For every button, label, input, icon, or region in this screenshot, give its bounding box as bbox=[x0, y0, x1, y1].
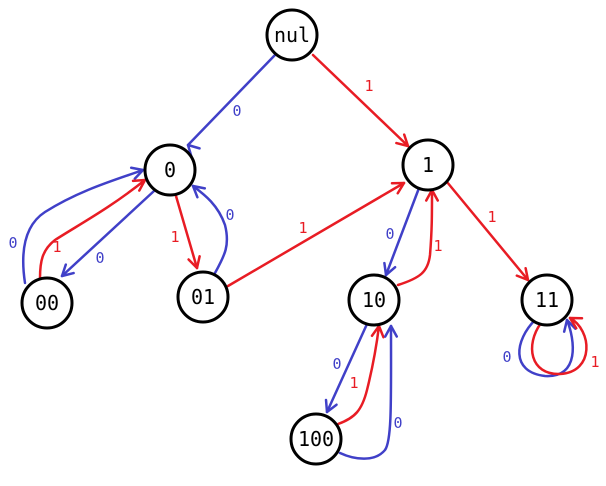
edge-label: 1 bbox=[170, 228, 179, 246]
node-0: 0 bbox=[143, 143, 197, 197]
edge-100-to-10-on-0 bbox=[338, 324, 399, 460]
edge-1-to-10-on-0 bbox=[383, 186, 421, 277]
arrowhead-icon bbox=[383, 324, 399, 338]
node-circle bbox=[265, 8, 319, 62]
arrowhead-icon bbox=[383, 261, 397, 277]
arrowhead-icon bbox=[131, 178, 147, 192]
arrowhead-icon bbox=[562, 318, 577, 333]
arrowhead-icon bbox=[129, 166, 145, 180]
edge-line bbox=[396, 188, 434, 287]
edge-10-to-1-on-1 bbox=[396, 188, 440, 287]
node-00: 00 bbox=[20, 276, 74, 330]
edge-line bbox=[384, 186, 421, 277]
edge-line bbox=[38, 178, 147, 280]
edge-00-to-0-on-0 bbox=[21, 166, 145, 285]
node-circle bbox=[520, 273, 574, 327]
edge-label: 1 bbox=[364, 77, 373, 95]
arrowhead-icon bbox=[390, 181, 406, 195]
edge-label: 0 bbox=[502, 348, 511, 366]
edge-line bbox=[325, 322, 369, 414]
edge-nul-to-1-on-1 bbox=[311, 53, 410, 148]
arrowhead-icon bbox=[324, 398, 338, 414]
node-circle bbox=[347, 273, 401, 327]
edge-line bbox=[336, 324, 381, 426]
node-label: 100 bbox=[298, 427, 334, 451]
arrowhead-icon bbox=[395, 133, 410, 148]
edge-label: 0 bbox=[393, 414, 402, 432]
node-label: 01 bbox=[191, 285, 215, 309]
edge-line bbox=[186, 53, 277, 147]
edge-label: 1 bbox=[433, 237, 442, 255]
node-circle bbox=[143, 143, 197, 197]
node-label: nul bbox=[274, 23, 310, 47]
edge-line bbox=[530, 316, 588, 376]
node-label: 1 bbox=[422, 153, 434, 177]
edge-11-to-11-on-0 bbox=[518, 318, 577, 378]
edge-00-to-0-on-1 bbox=[38, 178, 147, 280]
edge-label: 1 bbox=[52, 238, 61, 256]
arrowhead-icon bbox=[515, 266, 530, 282]
node-circle bbox=[176, 270, 230, 324]
edge-line bbox=[226, 181, 406, 288]
edge-0-to-00-on-0 bbox=[60, 189, 156, 278]
edge-nul-to-0-on-0 bbox=[186, 53, 277, 158]
node-10: 10 bbox=[347, 273, 401, 327]
edge-10-to-100-on-0 bbox=[324, 322, 369, 414]
edge-label: 0 bbox=[8, 234, 17, 252]
edge-label: 0 bbox=[225, 206, 234, 224]
node-1: 1 bbox=[401, 138, 455, 192]
edge-label: 1 bbox=[298, 219, 307, 237]
edge-line bbox=[445, 180, 530, 282]
node-100: 100 bbox=[289, 412, 343, 466]
edge-label: 1 bbox=[349, 374, 358, 392]
arrowhead-icon bbox=[191, 184, 207, 199]
edge-label: 0 bbox=[95, 249, 104, 267]
edge-label: 1 bbox=[487, 208, 496, 226]
node-01: 01 bbox=[176, 270, 230, 324]
node-circle bbox=[289, 412, 343, 466]
arrowhead-icon bbox=[187, 255, 201, 270]
edge-label: 0 bbox=[232, 102, 241, 120]
edge-line bbox=[174, 194, 199, 270]
edge-line bbox=[21, 168, 145, 285]
edge-01-to-0-on-0 bbox=[191, 184, 229, 275]
edge-label: 1 bbox=[590, 353, 599, 371]
edge-0-to-01-on-1 bbox=[174, 194, 201, 270]
node-nul: nul bbox=[265, 8, 319, 62]
edge-1-to-11-on-1 bbox=[445, 180, 530, 282]
edge-line bbox=[518, 318, 575, 378]
arrowhead-icon bbox=[60, 263, 75, 278]
node-label: 11 bbox=[535, 288, 559, 312]
edge-11-to-11-on-1 bbox=[530, 316, 588, 376]
node-circle bbox=[401, 138, 455, 192]
node-label: 00 bbox=[35, 291, 59, 315]
node-label: 10 bbox=[362, 288, 386, 312]
node-circle bbox=[20, 276, 74, 330]
edge-line bbox=[338, 324, 393, 460]
node-11: 11 bbox=[520, 273, 574, 327]
arrowhead-icon bbox=[186, 143, 201, 158]
edge-label: 0 bbox=[385, 225, 394, 243]
edge-label: 0 bbox=[332, 355, 341, 373]
edge-line bbox=[60, 189, 156, 278]
arrowhead-icon bbox=[568, 316, 584, 330]
node-label: 0 bbox=[164, 158, 176, 182]
edge-line bbox=[311, 53, 410, 148]
edge-line bbox=[191, 184, 229, 275]
edge-01-to-1-on-1 bbox=[226, 181, 406, 288]
